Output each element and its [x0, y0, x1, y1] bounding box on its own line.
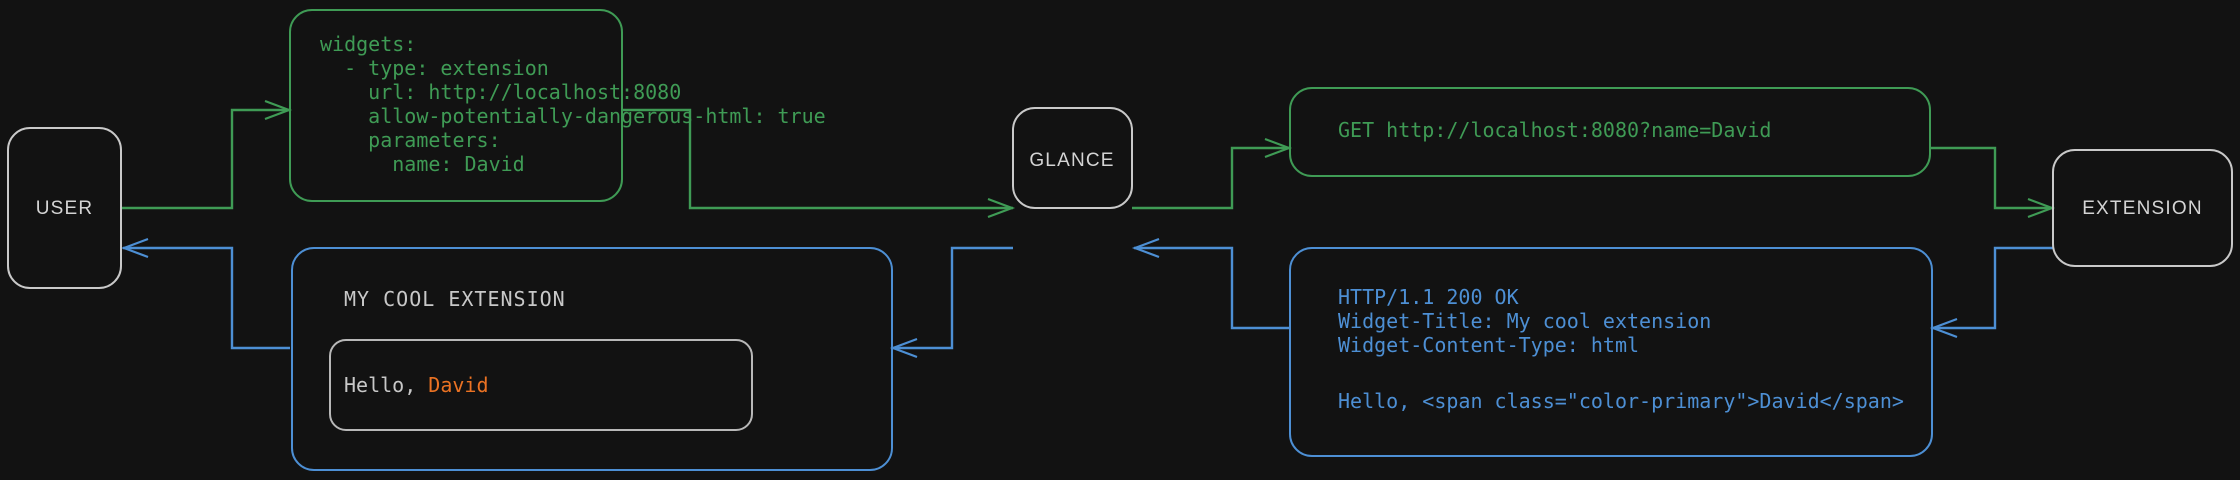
- config-line-5: name: David: [320, 152, 525, 176]
- node-extension[interactable]: EXTENSION: [2052, 149, 2233, 267]
- edge-request-to-extension: [1930, 146, 2053, 210]
- config-line-2: url: http://localhost:8080: [320, 80, 681, 104]
- edge-glance-to-request: [1132, 146, 1290, 210]
- response-box-border: [1289, 247, 1933, 457]
- edge-response-to-glance: [1134, 246, 1290, 330]
- edge-config-to-glance: [622, 108, 1013, 210]
- node-user-box: [7, 127, 122, 289]
- config-line-1: - type: extension: [320, 56, 549, 80]
- response-line-1: Widget-Title: My cool extension: [1338, 309, 1711, 333]
- node-user-label: USER: [36, 198, 94, 219]
- config-line-0: widgets:: [320, 32, 416, 56]
- arrowhead-widget-to-user: [120, 237, 149, 259]
- widget-card-body-prefix: Hello,: [344, 373, 428, 397]
- response-line-2: Widget-Content-Type: html: [1338, 333, 1639, 357]
- response-line-0: HTTP/1.1 200 OK: [1338, 285, 1519, 309]
- edge-extension-to-response: [1932, 246, 2053, 330]
- request-line-0: GET http://localhost:8080?name=David: [1338, 118, 1771, 142]
- edge-widget-to-user: [123, 246, 290, 350]
- node-extension-box: [2052, 149, 2233, 267]
- config-line-4: parameters:: [320, 128, 501, 152]
- widget-card-body: Hello, David: [344, 373, 489, 397]
- response-box: HTTP/1.1 200 OK Widget-Title: My cool ex…: [1289, 247, 1933, 457]
- request-box: GET http://localhost:8080?name=David: [1289, 87, 1931, 177]
- widget-card-body-accent: David: [428, 373, 488, 397]
- node-glance-label: GLANCE: [1029, 150, 1114, 171]
- widget-card: MY COOL EXTENSION Hello, David: [291, 247, 893, 471]
- widget-card-border: [291, 247, 893, 471]
- widget-card-inner-box: [329, 339, 753, 431]
- config-line-3: allow-potentially-dangerous-html: true: [320, 104, 826, 128]
- node-glance-box: [1012, 107, 1133, 209]
- widget-card-title: MY COOL EXTENSION: [344, 287, 566, 311]
- config-box: widgets: - type: extension url: http://l…: [289, 9, 826, 202]
- arrowhead-config-to-glance: [987, 197, 1016, 219]
- request-box-border: [1289, 87, 1931, 177]
- config-box-border: [289, 9, 623, 202]
- node-glance[interactable]: GLANCE: [1012, 107, 1133, 209]
- arrowhead-response-to-glance: [1131, 237, 1160, 259]
- edge-user-to-config: [121, 108, 290, 210]
- node-user[interactable]: USER: [7, 127, 122, 289]
- response-line-4: Hello, <span class="color-primary">David…: [1338, 389, 1904, 413]
- edge-glance-to-widget: [892, 246, 1013, 350]
- node-extension-label: EXTENSION: [2082, 198, 2203, 219]
